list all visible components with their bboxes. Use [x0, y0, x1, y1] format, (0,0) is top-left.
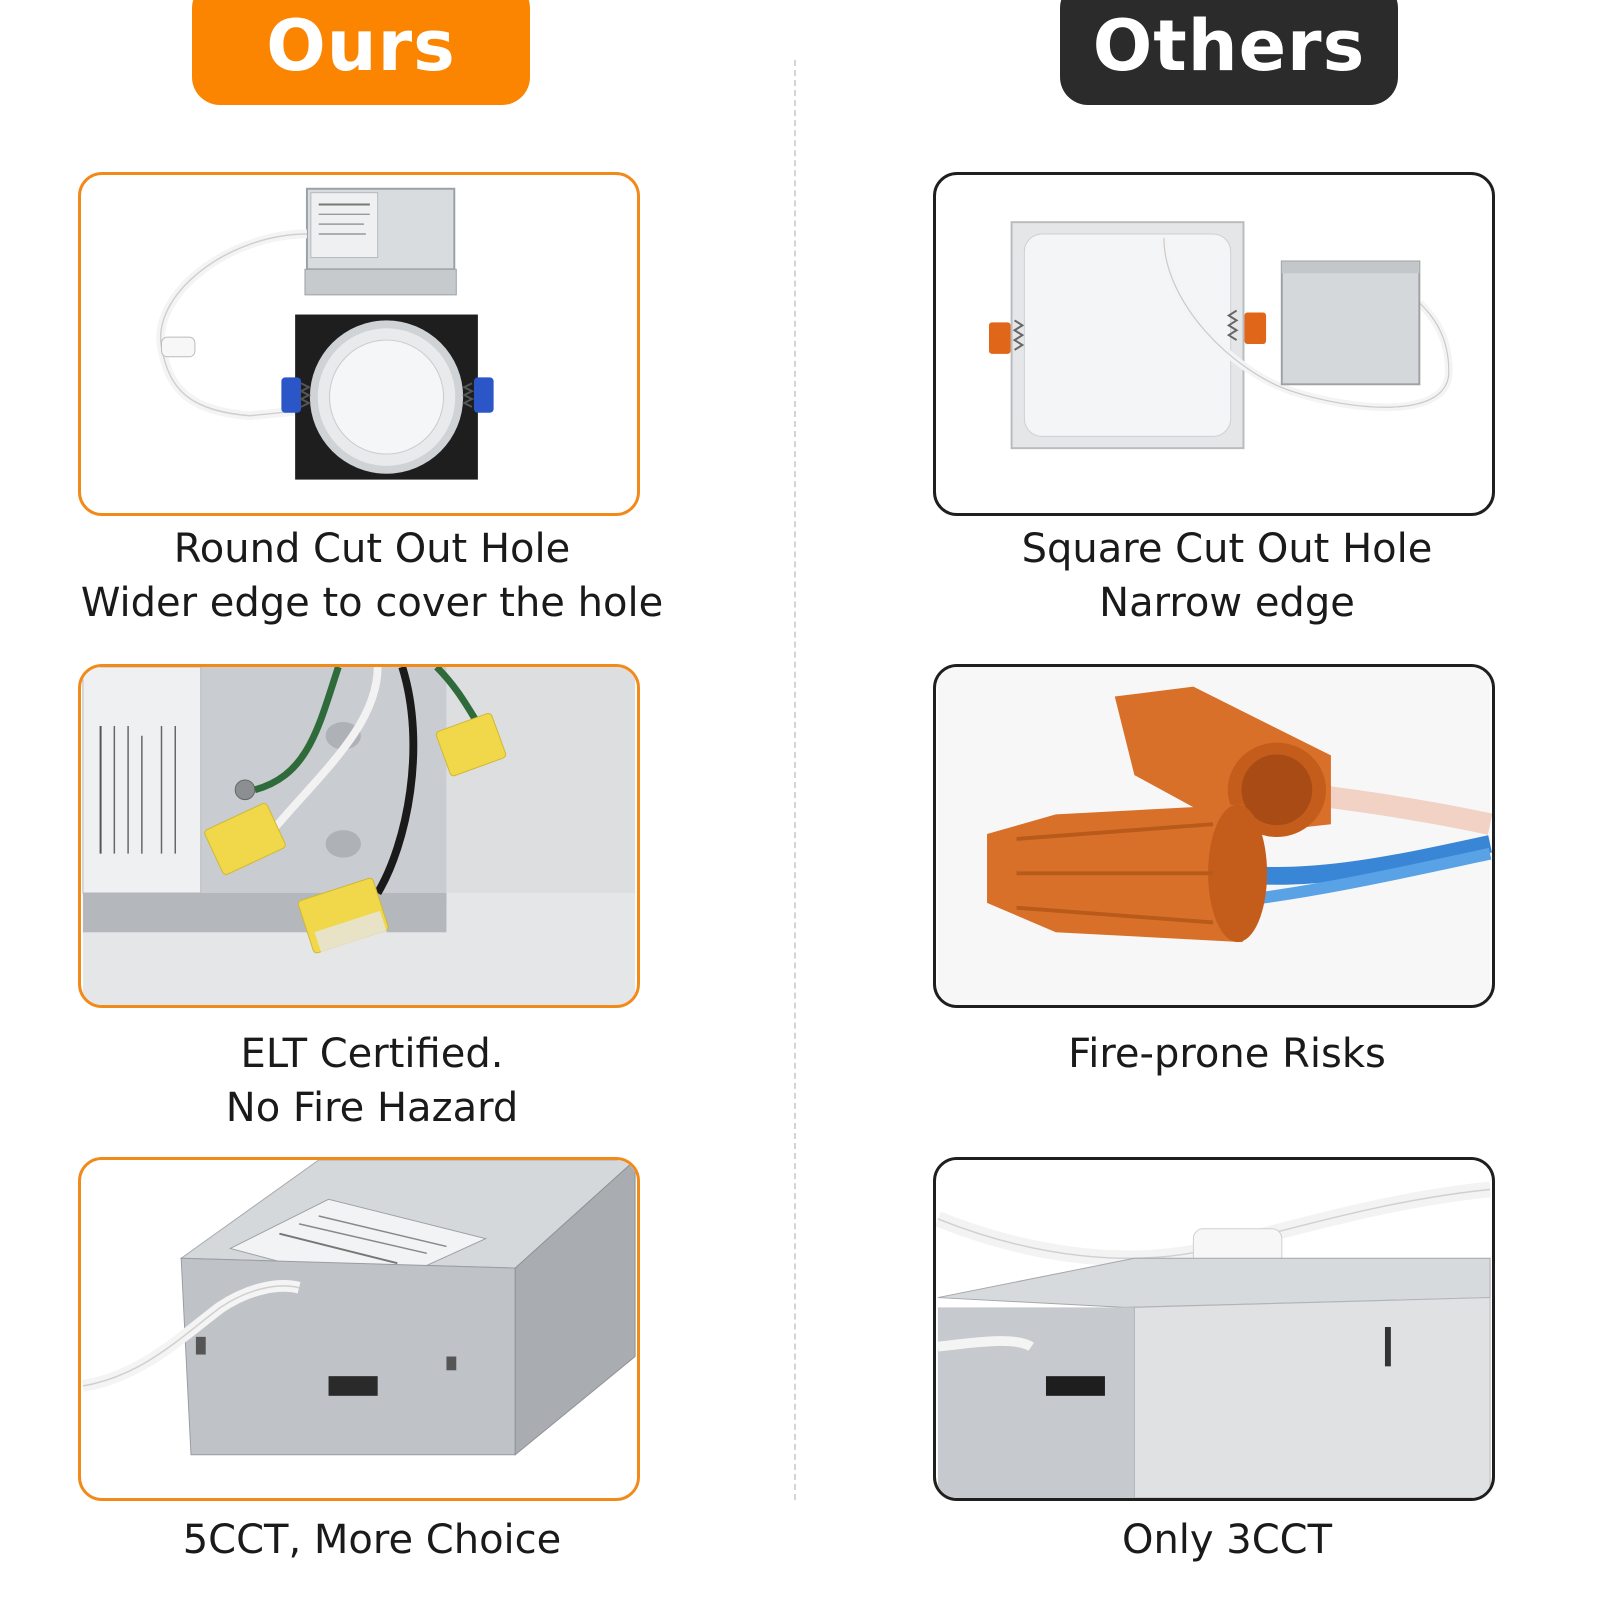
ours-image-junction-box — [78, 1157, 640, 1501]
caption-line: ELT Certified. — [240, 1031, 504, 1077]
others-caption-3: Only 3CCT — [877, 1513, 1577, 1567]
ours-caption-2: ELT Certified. No Fire Hazard — [22, 1027, 722, 1135]
others-image-square-panel — [933, 172, 1495, 516]
others-header-label: Others — [1092, 5, 1366, 87]
ours-caption-3: 5CCT, More Choice — [22, 1513, 722, 1567]
caption-line: Fire-prone Risks — [1068, 1031, 1386, 1077]
caption-line: Only 3CCT — [1121, 1517, 1333, 1563]
push-in-connectors-illustration — [82, 667, 636, 1005]
others-caption-1: Square Cut Out Hole Narrow edge — [877, 522, 1577, 630]
ours-image-round-light — [78, 172, 640, 516]
junction-box-3cct-illustration — [936, 1160, 1491, 1498]
junction-box-illustration — [81, 1160, 636, 1498]
column-divider — [794, 60, 796, 1500]
ours-header-label: Ours — [266, 5, 456, 87]
caption-line: Square Cut Out Hole — [1021, 526, 1433, 572]
ours-caption-1: Round Cut Out Hole Wider edge to cover t… — [22, 522, 722, 630]
ours-header: Ours — [192, 0, 530, 105]
square-panel-illustration — [988, 221, 1453, 450]
others-header: Others — [1060, 0, 1398, 105]
others-caption-2: Fire-prone Risks — [877, 1027, 1577, 1081]
caption-line: Round Cut Out Hole — [173, 526, 571, 572]
caption-line: Narrow edge — [1099, 580, 1355, 626]
round-light-illustration — [156, 187, 494, 480]
others-image-wire-nuts — [933, 664, 1495, 1008]
wire-nuts-illustration — [937, 667, 1492, 1005]
others-image-junction-box — [933, 1157, 1495, 1501]
caption-line: No Fire Hazard — [225, 1085, 519, 1131]
ours-image-push-in-connectors — [78, 664, 640, 1008]
caption-line: Wider edge to cover the hole — [80, 580, 664, 626]
caption-line: 5CCT, More Choice — [182, 1517, 562, 1563]
